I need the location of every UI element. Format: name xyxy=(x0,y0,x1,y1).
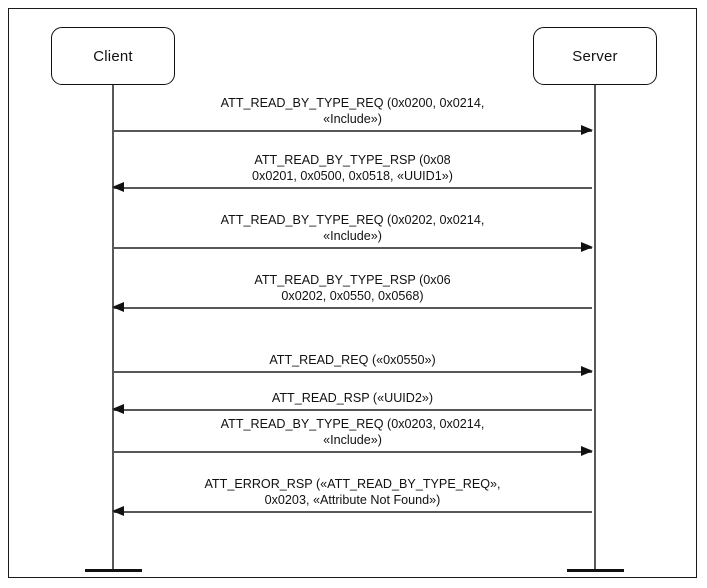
message-8-line2: 0x0203, «Attribute Not Found») xyxy=(264,492,441,507)
participant-box-client[interactable]: Client xyxy=(51,27,175,85)
lifeline-terminator-server xyxy=(567,569,624,572)
lifeline-server xyxy=(594,85,596,571)
participant-label-client: Client xyxy=(93,47,133,65)
message-3-line xyxy=(113,247,592,249)
arrow-right-icon xyxy=(581,125,593,136)
message-3-line2: «Include») xyxy=(323,228,382,243)
message-4-line2: 0x0202, 0x0550, 0x0568) xyxy=(281,288,424,303)
message-5-line xyxy=(113,371,592,373)
message-8-line xyxy=(113,511,592,513)
participant-label-server: Server xyxy=(572,47,618,65)
lifeline-terminator-client xyxy=(85,569,142,572)
message-4-line1: ATT_READ_BY_TYPE_RSP (0x06 xyxy=(254,273,451,287)
message-2-line1: ATT_READ_BY_TYPE_RSP (0x08 xyxy=(254,153,451,167)
participant-box-server[interactable]: Server xyxy=(533,27,657,85)
arrow-right-icon xyxy=(581,242,593,253)
arrow-left-icon xyxy=(112,506,124,517)
message-7-line2: «Include») xyxy=(323,432,382,447)
arrow-left-icon xyxy=(112,302,124,313)
sequence-diagram-frame: Client Server ATT_READ_BY_TYPE_REQ (0x02… xyxy=(8,8,697,578)
message-4-label: ATT_READ_BY_TYPE_RSP (0x06 0x0202, 0x055… xyxy=(113,273,592,304)
message-5-line1: ATT_READ_REQ («0x0550») xyxy=(269,352,436,367)
message-7-label: ATT_READ_BY_TYPE_REQ (0x0203, 0x0214, «I… xyxy=(113,417,592,448)
message-3-label: ATT_READ_BY_TYPE_REQ (0x0202, 0x0214, «I… xyxy=(113,213,592,244)
message-1-line xyxy=(113,130,592,132)
arrow-right-icon xyxy=(581,366,593,377)
arrow-right-icon xyxy=(581,446,593,457)
message-7-line xyxy=(113,451,592,453)
message-2-line xyxy=(113,187,592,189)
message-1-label: ATT_READ_BY_TYPE_REQ (0x0200, 0x0214, «I… xyxy=(113,96,592,127)
message-1-line2: «Include») xyxy=(323,111,382,126)
message-5-label: ATT_READ_REQ («0x0550») xyxy=(113,353,592,369)
arrow-left-icon xyxy=(112,182,124,193)
message-1-line1: ATT_READ_BY_TYPE_REQ (0x0200, 0x0214, xyxy=(220,96,485,110)
message-7-line1: ATT_READ_BY_TYPE_REQ (0x0203, 0x0214, xyxy=(220,417,485,431)
lifeline-client xyxy=(112,85,114,571)
message-2-line2: 0x0201, 0x0500, 0x0518, «UUID1») xyxy=(252,168,453,183)
message-6-line xyxy=(113,409,592,411)
message-4-line xyxy=(113,307,592,309)
message-8-label: ATT_ERROR_RSP («ATT_READ_BY_TYPE_REQ», 0… xyxy=(113,477,592,508)
message-6-label: ATT_READ_RSP («UUID2») xyxy=(113,391,592,407)
message-6-line1: ATT_READ_RSP («UUID2») xyxy=(271,390,434,405)
arrow-left-icon xyxy=(112,404,124,415)
message-2-label: ATT_READ_BY_TYPE_RSP (0x08 0x0201, 0x050… xyxy=(113,153,592,184)
message-3-line1: ATT_READ_BY_TYPE_REQ (0x0202, 0x0214, xyxy=(220,213,485,227)
message-8-line1: ATT_ERROR_RSP («ATT_READ_BY_TYPE_REQ», xyxy=(204,477,501,491)
